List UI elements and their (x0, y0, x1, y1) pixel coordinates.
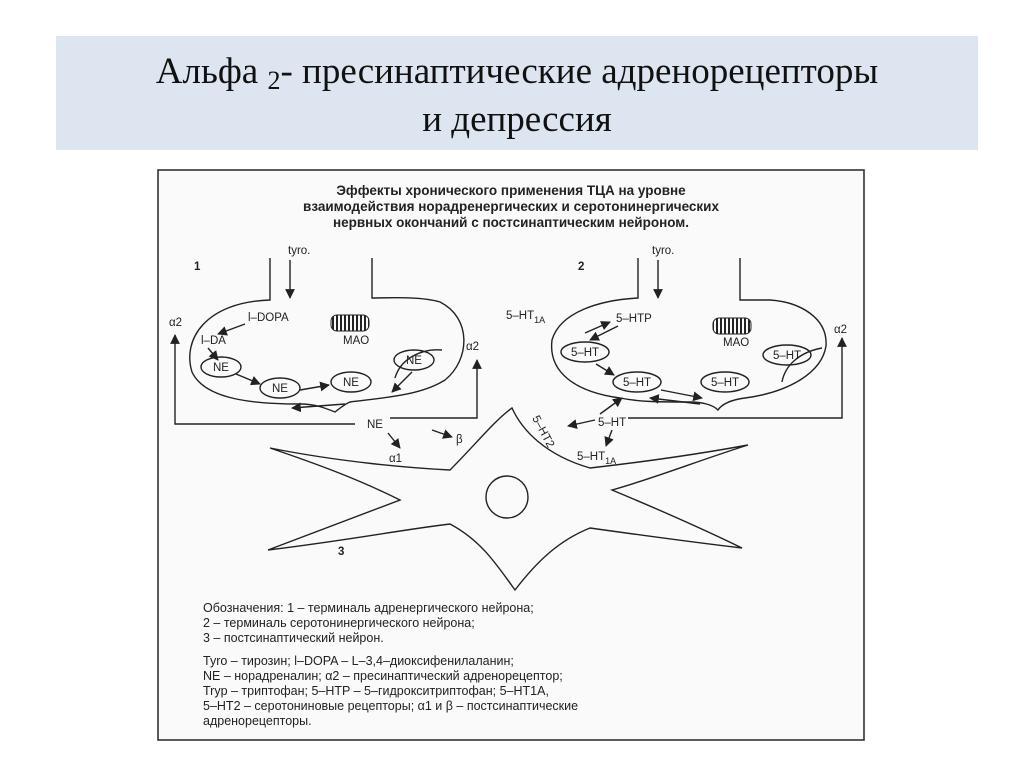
t2-vesicle-ht-a (560, 341, 610, 363)
t1-tyro-label: tyro. (288, 245, 310, 257)
t1-mao-label: MAO (343, 335, 369, 347)
terminal-2-vesicle-pocket (781, 347, 823, 383)
t2-ht1a-main: 5–HT (506, 310, 534, 322)
t2-vesicle-ht-d (762, 344, 812, 366)
ht-to-ht1a-arrow (604, 429, 614, 447)
figure-heading-line-3: нервных окончаний с постсинаптическим не… (333, 215, 689, 230)
t1-vesicle-ne-d (393, 349, 435, 371)
title-subscript: 2 (267, 66, 281, 95)
t1-ne-d-label: NE (406, 355, 422, 367)
t1-ne-c-label: NE (343, 377, 359, 389)
t1-ne-a-label: NE (213, 362, 229, 374)
t2-mitochondrion-icon (712, 317, 752, 335)
t1-ldopa-label: l–DOPA (248, 312, 289, 324)
t2-ht1a-label: 5–HT1A (506, 310, 545, 325)
figure-frame (157, 169, 865, 741)
legend-line-2: 2 – терминаль серотонинергического нейро… (203, 616, 475, 630)
label-terminal-2: 2 (578, 261, 584, 273)
t1-alpha2-feedback-left (170, 334, 355, 425)
figure-heading-line-2: взаимодействия норадренергических и серо… (303, 199, 719, 214)
t1-ne-a-to-b-arrow (235, 373, 261, 386)
alpha1-label: α1 (389, 453, 402, 465)
t2-htp-to-ht-arrow (589, 325, 619, 341)
t1-ne-b-to-c-arrow (299, 381, 330, 392)
t1-lda-label: l–DA (201, 335, 226, 347)
legend-line-8: адренорецепторы. (203, 714, 312, 728)
legend-line-6: Tryp – триптофан; 5–HTP – 5–гидрокситрип… (203, 684, 549, 698)
postsynaptic-neuron-outline (267, 406, 749, 592)
slide-title-line-2: и депрессия (422, 99, 612, 140)
t1-ne-b-label: NE (272, 383, 288, 395)
t1-alpha2-feedback-right (390, 359, 482, 419)
title-banner: Альфа 2- пресинаптические адренорецептор… (56, 36, 978, 150)
t1-mitochondrion-icon (330, 314, 370, 332)
label-terminal-1: 1 (194, 261, 201, 273)
t1-vesicle-ne-a (200, 356, 242, 378)
title-text-rest: - пресинаптические адренорецепторы (280, 51, 879, 92)
t2-ht-d-label: 5–HT (773, 350, 801, 362)
legend-line-5: NE – норадреналин; α2 – пресинаптический… (203, 669, 563, 683)
slide-title-line-1: Альфа 2- пресинаптические адренорецептор… (56, 50, 978, 96)
legend-line-3: 3 – постсинаптический нейрон. (203, 631, 384, 645)
synapse-ne-label: NE (367, 419, 383, 431)
t2-vesicle-ht-c (700, 371, 750, 393)
figure-heading-line-1: Эффекты хронического применения ТЦА на у… (336, 183, 686, 198)
synapse-ht-label: 5–HT (598, 417, 626, 429)
t2-ht1a-arrow (584, 321, 611, 334)
t1-vesicle-ne-b (259, 377, 301, 399)
t2-htp-label: 5–HTP (616, 313, 652, 325)
t2-ht-b-label: 5–HT (623, 377, 651, 389)
legend-line-7: 5–HT2 – серотониновые рецепторы; α1 и β … (203, 699, 578, 713)
beta-label: β (456, 434, 463, 446)
t1-alpha2-left-label: α2 (169, 317, 182, 329)
t1-reuptake-arrow (291, 402, 346, 413)
terminal-1-vesicle-pocket (394, 349, 443, 379)
t2-alpha2-feedback (628, 337, 847, 419)
title-text-start: Альфа (155, 51, 268, 92)
terminal-2-outline (550, 258, 827, 412)
t1-ne-d-to-c-arrow (391, 371, 413, 393)
t2-reuptake-arrow (649, 394, 701, 405)
terminal-1-outline (189, 258, 465, 413)
t1-alpha2-right-label: α2 (466, 341, 479, 353)
legend-line-1: Обозначения: 1 – терминаль адренергическ… (203, 601, 534, 615)
legend-line-4: Tyro – тирозин; l–DOPA – L–3,4–диоксифен… (203, 654, 514, 668)
postsyn-ht1a-main: 5–HT (577, 451, 605, 463)
t2-tyro-label: tyro. (652, 245, 674, 257)
t2-ht-a-to-b-arrow (595, 363, 615, 376)
t2-ht-c-label: 5–HT (711, 377, 739, 389)
t2-alpha2-label: α2 (834, 324, 847, 336)
ht-release-arrow (599, 397, 623, 415)
ne-to-alpha1-arrow (387, 432, 401, 449)
t1-lda-to-ne-arrow (207, 347, 219, 361)
t2-ht-b-to-c-arrow (660, 389, 703, 402)
t2-ht-a-label: 5–HT (571, 347, 599, 359)
t2-mao-label: MAO (723, 337, 749, 349)
neuron-nucleus (485, 475, 529, 519)
ne-to-beta-arrow (431, 429, 453, 439)
t1-ldopa-to-lda-arrow (217, 323, 246, 336)
t2-vesicle-ht-b (612, 371, 662, 393)
ht-to-ht2-arrow (567, 419, 596, 429)
postsyn-ht1a-sub: 1A (605, 456, 616, 466)
t2-ht1a-sub: 1A (534, 315, 545, 325)
label-neuron-3: 3 (338, 546, 344, 558)
postsyn-ht1a-label: 5–HT1A (577, 451, 616, 466)
t1-vesicle-ne-c (330, 371, 372, 393)
